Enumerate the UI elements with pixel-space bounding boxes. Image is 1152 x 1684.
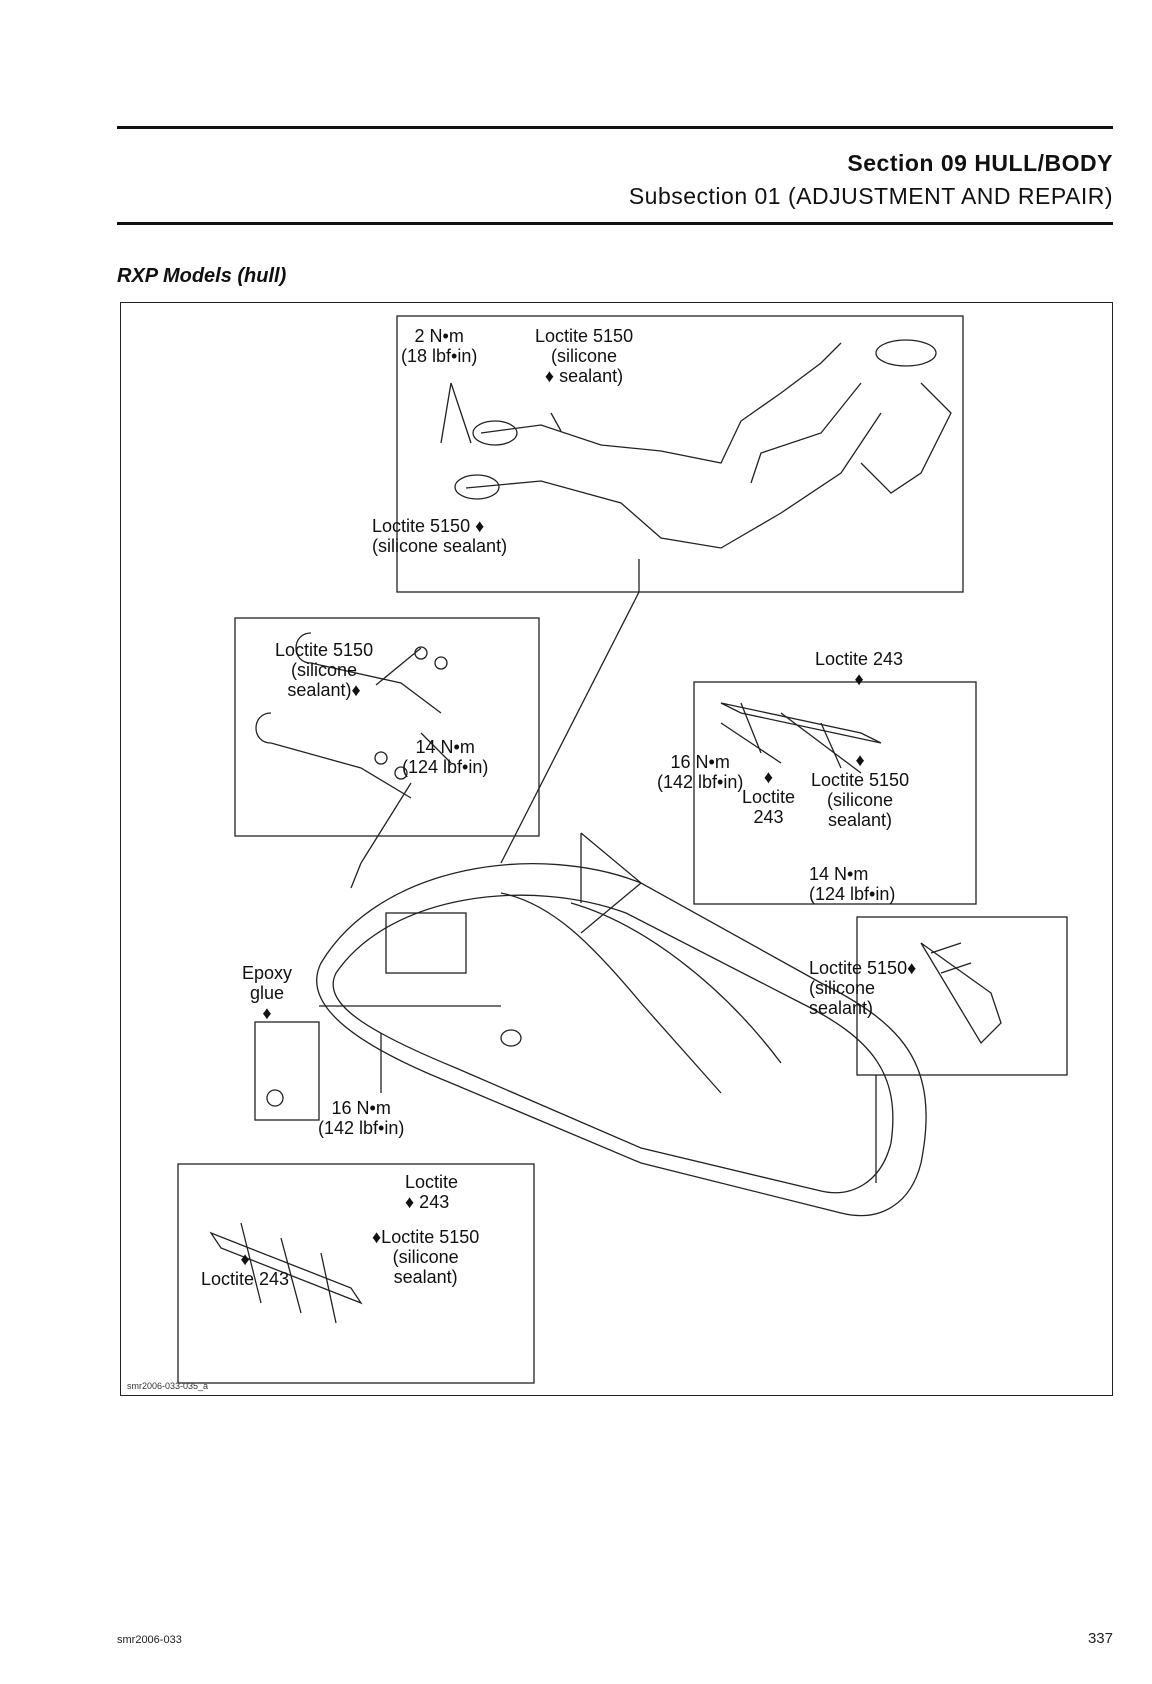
figure-id: smr2006-033-035_a bbox=[127, 1381, 209, 1391]
page-number: 337 bbox=[1087, 1630, 1113, 1647]
inset-left-box bbox=[234, 617, 540, 837]
left-torque-label: 14 N•m (124 lbf•in) bbox=[402, 737, 489, 777]
left-loctite-label: Loctite 5150 (silicone sealant)♦ bbox=[275, 640, 374, 700]
inset-right-box bbox=[693, 681, 977, 905]
inset-top-box bbox=[396, 315, 964, 593]
right-loctite5150-label: ♦ Loctite 5150 (silicone sealant) bbox=[811, 750, 910, 830]
bottom-loctite243-left-label: ♦ Loctite 243 bbox=[201, 1249, 290, 1289]
right-loctite243-label: Loctite 243 ♦ bbox=[815, 649, 904, 689]
bottom-torque-label: 16 N•m (142 lbf•in) bbox=[318, 1098, 405, 1138]
right-torque-label: 16 N•m (142 lbf•in) bbox=[657, 752, 744, 792]
footer-doc-code: smr2006-033 bbox=[117, 1634, 182, 1646]
bottom-loctite5150-label: ♦Loctite 5150 (silicone sealant) bbox=[372, 1227, 480, 1287]
epoxy-glue-label: Epoxy glue ♦ bbox=[242, 963, 293, 1023]
top-torque-label: 2 N•m (18 lbf•in) bbox=[401, 326, 478, 366]
bottom-loctite243-right-label: Loctite ♦ 243 bbox=[405, 1172, 459, 1212]
rear-torque-label: 14 N•m (124 lbf•in) bbox=[809, 864, 896, 904]
inset-epoxy-box bbox=[254, 1021, 320, 1121]
right-loctite243-b-label: ♦ Loctite 243 bbox=[742, 767, 796, 827]
diagram-artwork bbox=[177, 315, 1068, 1384]
top-loctite-label: Loctite 5150 (silicone ♦ sealant) bbox=[535, 326, 634, 386]
section-title: Section 09 HULL/BODY bbox=[847, 150, 1113, 176]
top-loctite-bottom-label: Loctite 5150 ♦ (silicone sealant) bbox=[372, 516, 508, 556]
inset-bottom-box bbox=[177, 1163, 535, 1384]
subsection-title: Subsection 01 (ADJUSTMENT AND REPAIR) bbox=[628, 183, 1113, 209]
header-top-rule bbox=[117, 126, 1113, 129]
figure-caption: RXP Models (hull) bbox=[117, 265, 287, 287]
header-bottom-rule bbox=[117, 222, 1113, 225]
inset-rear-box bbox=[856, 916, 1068, 1076]
hull-exploded-diagram: 2 N•m (18 lbf•in) Loctite 5150 (silicone… bbox=[120, 302, 1113, 1396]
rear-loctite-label: Loctite 5150♦ (silicone sealant) bbox=[809, 958, 917, 1018]
